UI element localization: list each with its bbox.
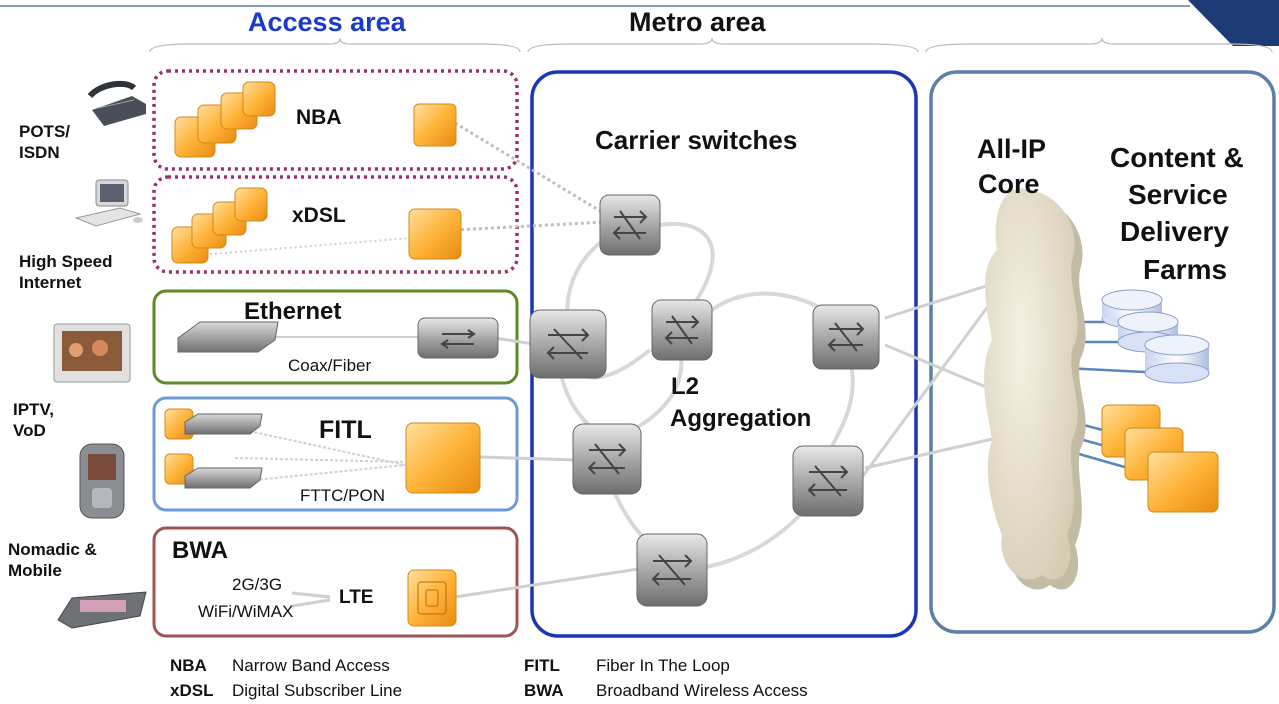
legend-text: Digital Subscriber Line: [232, 681, 403, 700]
fitl-modules: [164, 408, 481, 494]
corner-decoration: [1188, 0, 1279, 46]
bwa-arrow-1: [291, 591, 331, 599]
access-brace: [149, 37, 521, 53]
legend-abbr: NBA: [170, 656, 207, 675]
core-links: [858, 278, 1011, 481]
fttc-pon-label: FTTC/PON: [300, 486, 385, 505]
aggregation-label: Aggregation: [670, 405, 812, 432]
client-iptv-label: IPTV, VoD: [13, 400, 54, 440]
legend-nba: NBA Narrow Band Access: [170, 656, 390, 676]
legend-abbr: BWA: [524, 681, 564, 700]
ethernet-modem: [177, 321, 279, 353]
legend-xdsl: xDSL Digital Subscriber Line: [170, 681, 402, 701]
legend-abbr: FITL: [524, 656, 560, 675]
all-ip-core-cloud: [984, 188, 1086, 590]
legend-bwa: BWA Broadband Wireless Access: [524, 681, 808, 701]
telephone-icon: [87, 80, 146, 126]
xdsl-modules: [171, 187, 462, 264]
bwa-label: BWA: [172, 537, 228, 564]
legend-text: Narrow Band Access: [232, 656, 390, 675]
storage-disks: [1101, 289, 1210, 384]
fitl-fiber-2: [234, 464, 406, 483]
lte-base-station: [407, 569, 457, 627]
mobile-phone-icon: [79, 443, 125, 519]
switch-icons: [417, 194, 880, 607]
server-farm-cubes: [1101, 404, 1219, 513]
core-brace: [925, 37, 1273, 53]
nba-link: [449, 118, 616, 222]
bwa-box: [152, 526, 519, 638]
legend-text: Broadband Wireless Access: [596, 681, 808, 700]
ethernet-box: [152, 289, 519, 385]
legend-abbr: xDSL: [170, 681, 214, 700]
fitl-label: FITL: [319, 416, 372, 444]
nba-label: NBA: [296, 106, 342, 129]
client-hsi-label: High Speed Internet: [19, 252, 113, 292]
content-label-4: Farms: [1143, 254, 1228, 285]
nba-modules: [174, 81, 457, 158]
fitl-fiber-1: [234, 427, 406, 466]
content-label-3: Delivery: [1120, 216, 1229, 247]
bwa-arrow-2: [291, 598, 331, 608]
coax-fiber-label: Coax/Fiber: [288, 356, 372, 375]
content-label-2: Service: [1128, 179, 1228, 210]
fitl-box: [152, 396, 519, 512]
xdsl-lines: [199, 237, 411, 256]
client-pots-label: POTS/ ISDN: [19, 122, 71, 162]
wifi-wimax-label: WiFi/WiMAX: [198, 602, 294, 621]
nba-box: [152, 69, 519, 171]
carrier-switches-label: Carrier switches: [595, 125, 798, 155]
fitl-fiber-3: [234, 457, 406, 463]
legend-text: Fiber In The Loop: [596, 656, 730, 675]
bwa-uplink: [454, 566, 646, 599]
all-ip-label: All-IP: [977, 134, 1047, 164]
ethernet-label: Ethernet: [244, 298, 342, 325]
computer-icon: [74, 179, 143, 227]
xdsl-link: [454, 220, 606, 232]
legend-fitl: FITL Fiber In The Loop: [524, 656, 730, 676]
xdsl-label: xDSL: [292, 204, 346, 227]
tv-icon: [53, 323, 131, 383]
access-area-header: Access area: [248, 7, 406, 37]
l2-label: L2: [671, 373, 700, 400]
metro-ring-links: [558, 221, 855, 572]
fitl-uplink: [479, 455, 579, 462]
client-nomadic-label: Nomadic & Mobile: [8, 540, 97, 580]
content-label-1: Content &: [1110, 142, 1244, 173]
core-label: Core: [978, 169, 1040, 199]
core-box: [929, 70, 1276, 634]
metro-area-header: Metro area: [629, 7, 766, 37]
metro-brace: [527, 37, 919, 53]
lte-label: LTE: [339, 587, 374, 608]
pda-device-icon: [57, 591, 147, 629]
2g3g-label: 2G/3G: [232, 575, 283, 594]
